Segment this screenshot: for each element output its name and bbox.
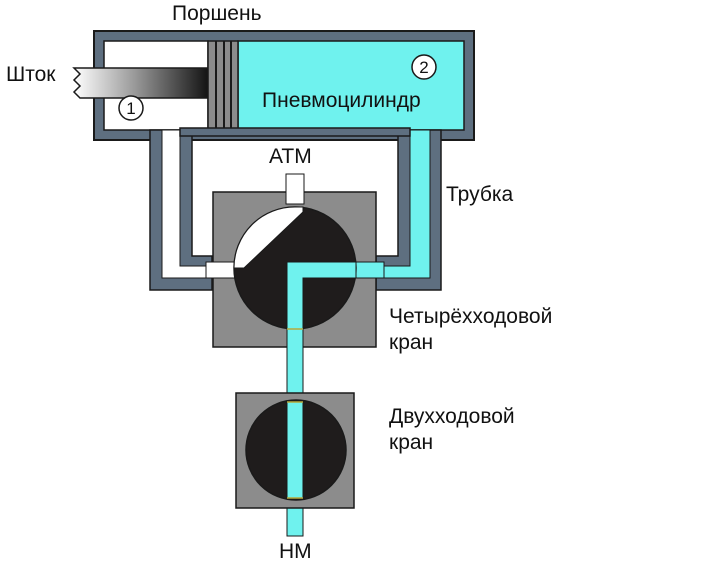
four-way-valve-port-atm <box>285 173 305 205</box>
piston <box>207 40 239 131</box>
two-way-valve-passage <box>286 401 304 499</box>
atm-label: АТМ <box>269 145 312 168</box>
four-way-valve-port-left <box>205 261 237 279</box>
rod-label: Шток <box>6 63 56 86</box>
chamber-1-marker <box>118 95 144 121</box>
four-way-valve-label-line2: кран <box>389 331 434 354</box>
two-way-valve-label-line1: Двухходовой <box>389 405 515 428</box>
four-way-valve-exhaust-passage <box>233 206 304 269</box>
chamber-2-number: 2 <box>419 58 428 77</box>
rod <box>72 67 209 99</box>
tube-label: Трубка <box>446 183 514 206</box>
chamber-right <box>237 40 465 131</box>
chamber-1-number: 1 <box>126 99 135 118</box>
chamber-2-marker <box>411 54 437 80</box>
nm-label: НМ <box>279 540 312 563</box>
piston-label: Поршень <box>172 2 262 25</box>
cylinder-port-strip <box>179 127 411 137</box>
two-way-valve-label-line2: кран <box>389 431 434 454</box>
four-way-valve-label-line1: Четырёхходовой <box>389 305 553 328</box>
cylinder-label: Пневмоцилиндр <box>262 89 421 112</box>
four-way-valve-port-right <box>353 261 385 279</box>
